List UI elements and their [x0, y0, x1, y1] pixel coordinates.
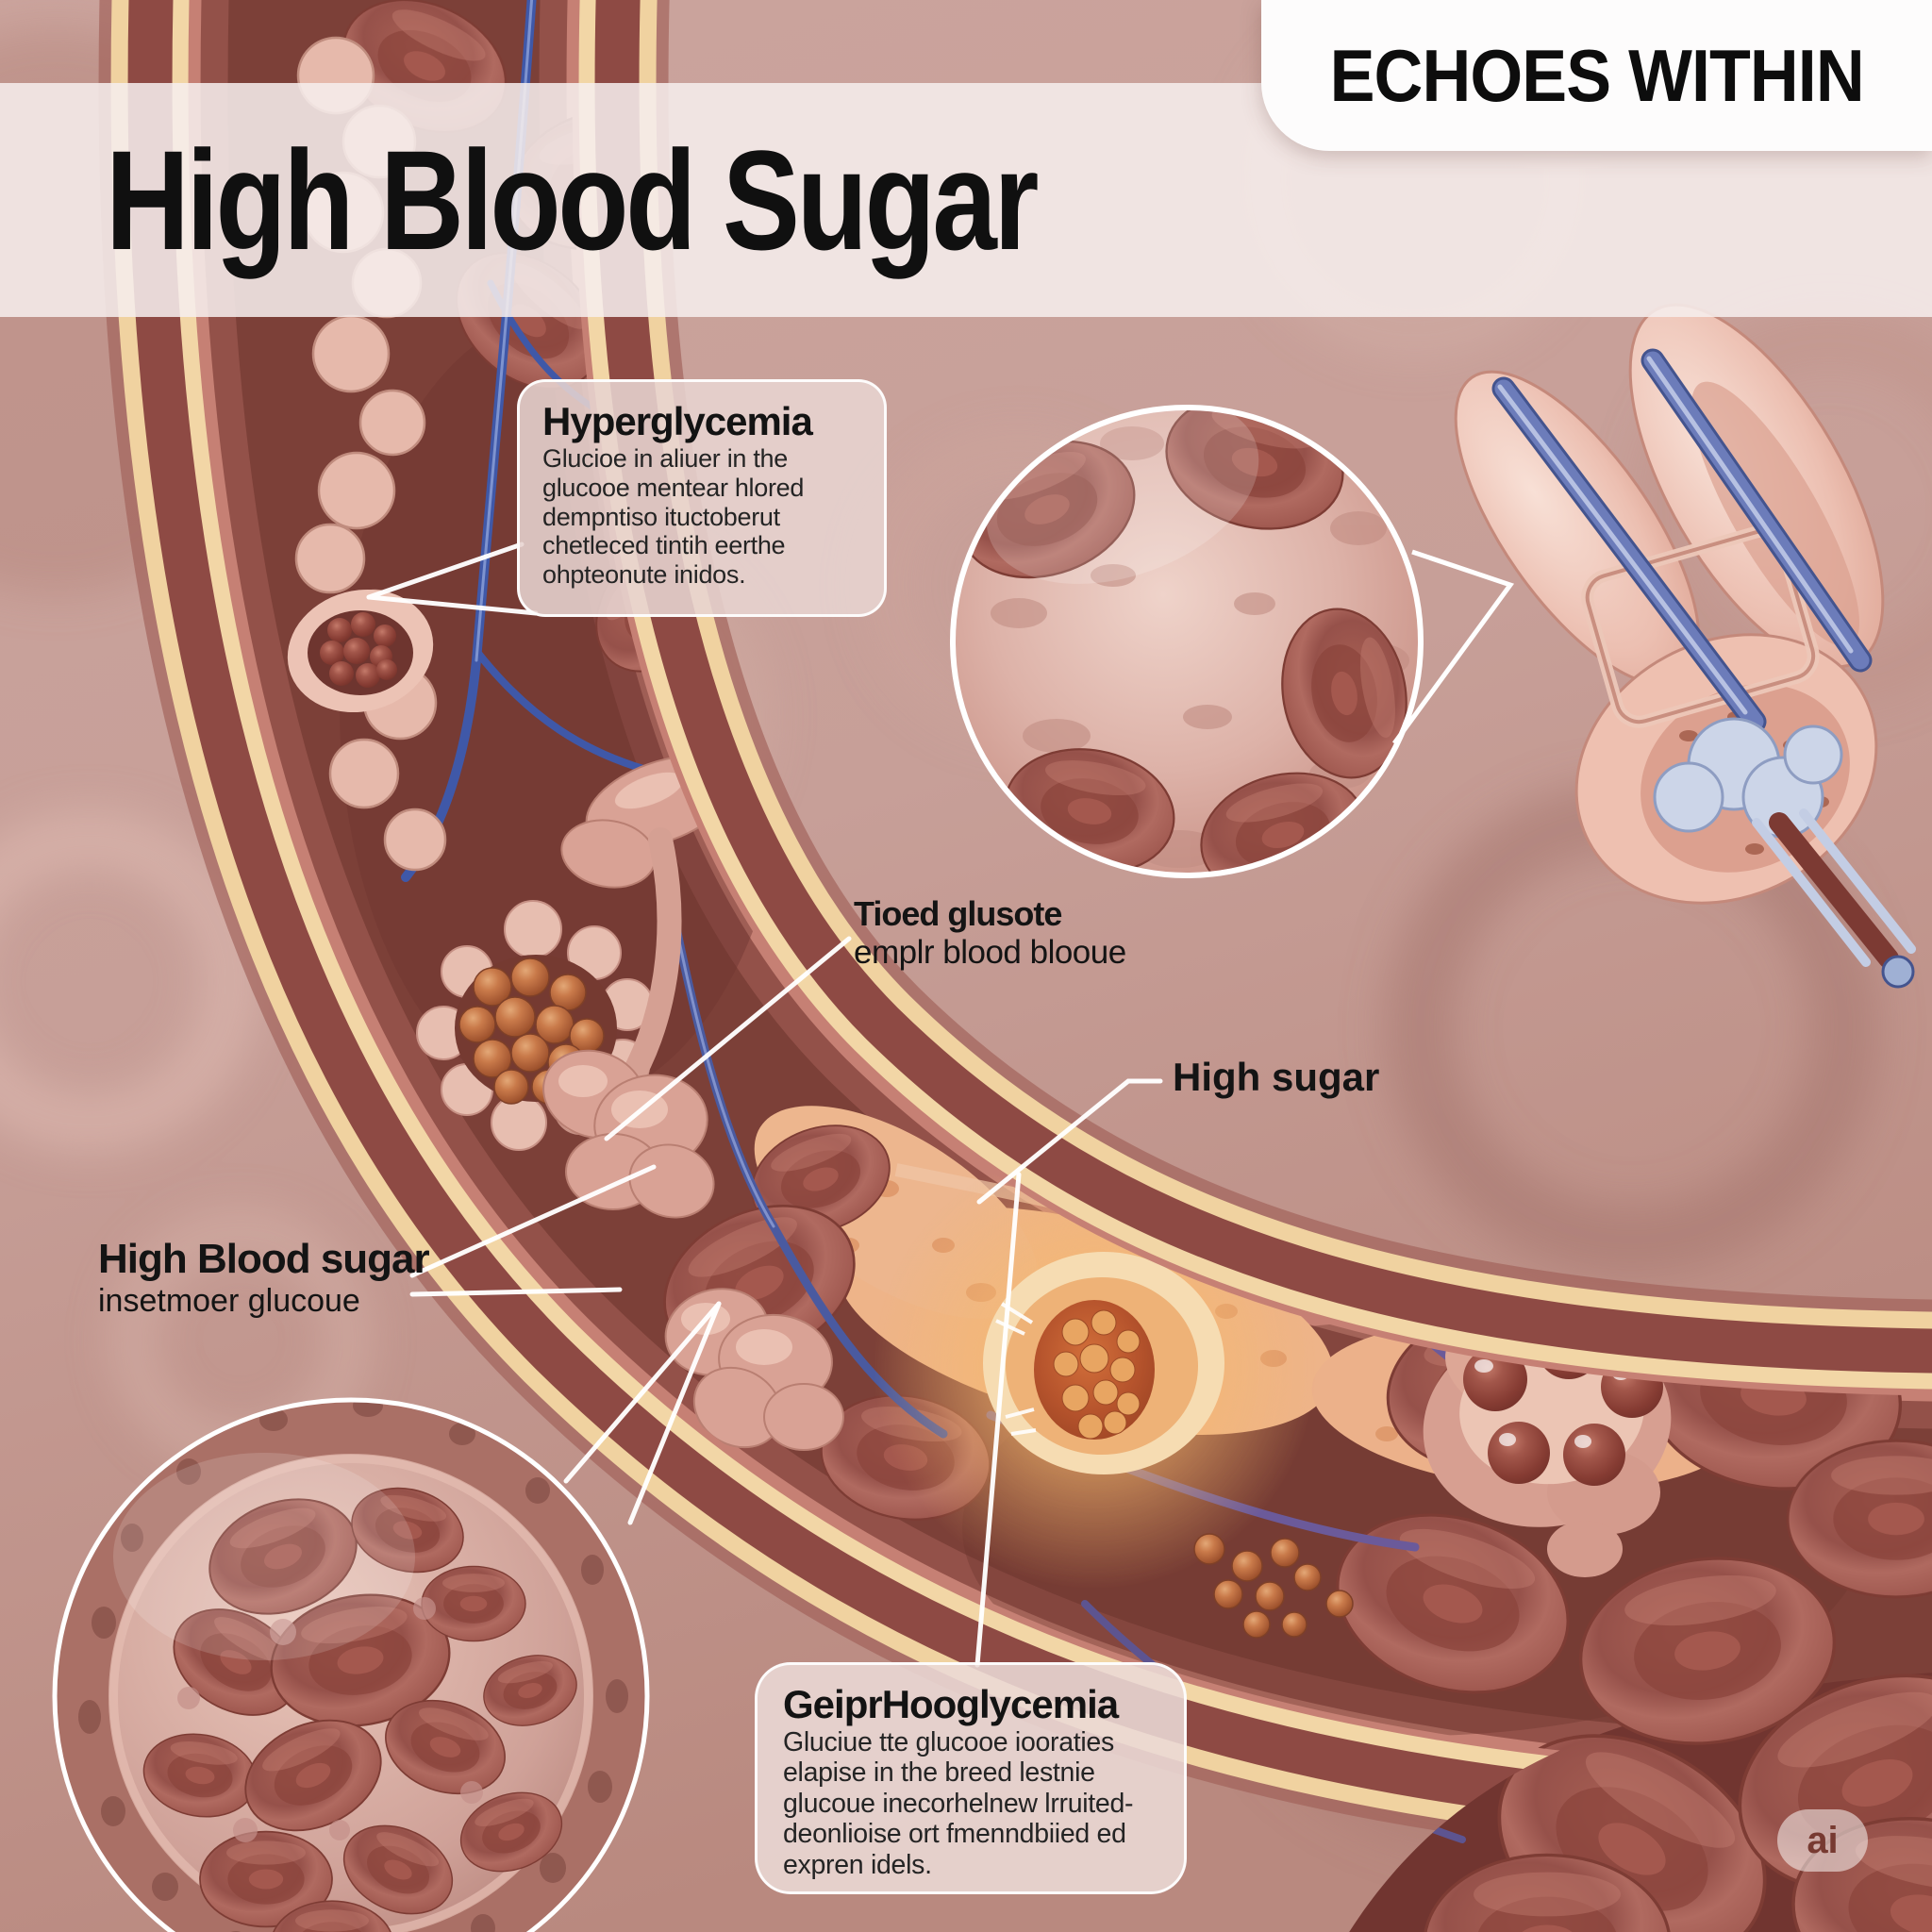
- glucose-pocket-upper: [287, 589, 434, 713]
- leader-hypoglycemia: [974, 1172, 1022, 1668]
- leader-high-blood-sugar-1: [409, 1164, 657, 1278]
- callout-hyperglycemia-line: Glucioe in aliuer in the: [542, 444, 788, 473]
- leader-lines: [366, 541, 1163, 1668]
- brand-logo-text: ECHOES WITHIN: [1329, 33, 1864, 117]
- leader-trapped-glucose: [604, 936, 852, 1141]
- ai-watermark-label: ai: [1807, 1819, 1839, 1861]
- inset-circle-bottom: [52, 1397, 650, 1932]
- title-band: High Blood Sugar: [0, 83, 1932, 317]
- orange-plaque: [873, 1146, 1354, 1639]
- callout-hypoglycemia-line: expren idels.: [783, 1849, 932, 1880]
- label-high-blood-sugar: High Blood sugar insetmoer glucoue: [98, 1236, 430, 1320]
- label-trapped-glucose-line2: emplr blood blooue: [854, 934, 1126, 971]
- callout-hyperglycemia-title: Hyperglycemia: [542, 399, 813, 443]
- leader-high-blood-sugar-2: [409, 1287, 623, 1297]
- sugar-blob: [1423, 1315, 1672, 1577]
- leader-hyperglycemia-2: [366, 594, 539, 616]
- page-title: High Blood Sugar: [106, 120, 1039, 279]
- label-trapped-glucose-line1: Tioed glusote: [854, 894, 1062, 933]
- callout-hypoglycemia-line: Gluciue tte glucooe iooraties: [783, 1727, 1114, 1757]
- callout-hypoglycemia-line: deonlioise ort fmenndbiied ed: [783, 1819, 1126, 1850]
- leader-inset-bottom-2: [627, 1301, 722, 1525]
- callout-hypoglycemia-title: GeiprHooglycemia: [783, 1682, 1119, 1726]
- leader-high-sugar: [976, 1078, 1163, 1205]
- callout-hyperglycemia-line: chetleced tintih eerthe: [542, 531, 786, 560]
- label-trapped-glucose: Tioed glusote emplr blood blooue: [854, 894, 1126, 972]
- ai-watermark-badge: ai: [1777, 1809, 1868, 1872]
- insulin-device-illustration: [1454, 303, 1916, 989]
- brand-panel: ECHOES WITHIN: [1261, 0, 1932, 151]
- leader-inset-bottom-1: [563, 1301, 722, 1484]
- callout-hyperglycemia-line: dempntiso ituctoberut: [542, 502, 780, 531]
- callout-hypoglycemia: GeiprHooglycemia Gluciue tte glucooe ioo…: [755, 1662, 1187, 1894]
- callout-hyperglycemia: Hyperglycemia Glucioe in aliuer in the g…: [517, 379, 887, 617]
- label-high-blood-sugar-line1: High Blood sugar: [98, 1236, 430, 1282]
- label-high-sugar: High sugar: [1173, 1055, 1380, 1099]
- callout-hyperglycemia-line: ohpteonute inidos.: [542, 560, 746, 590]
- clot-chain: [542, 755, 844, 1451]
- callout-hypoglycemia-line: elapise in the breed lestnie: [783, 1757, 1095, 1789]
- leader-hyperglycemia-1: [366, 541, 525, 600]
- vessel-contents: [287, 0, 1932, 1932]
- callout-hypoglycemia-line: glucoue inecorhelnew lrruited-: [783, 1788, 1134, 1819]
- callout-hyperglycemia-line: glucooe mentear hlored: [542, 473, 805, 502]
- label-high-blood-sugar-line2: insetmoer glucoue: [98, 1283, 360, 1319]
